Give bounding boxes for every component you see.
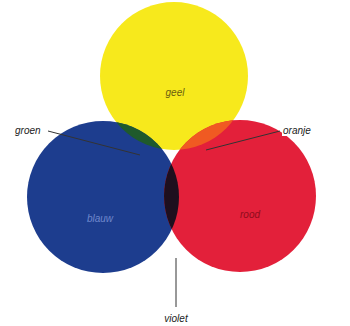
mix-label: violet <box>163 313 188 324</box>
leader-line <box>176 258 177 307</box>
blue-circle <box>27 121 179 273</box>
leader-line <box>206 131 280 150</box>
mix-label: oranje <box>282 125 312 136</box>
blue-circle-node: blauw <box>27 121 179 273</box>
yellow-circle-node: geel <box>100 2 248 150</box>
green-overlap <box>27 121 179 273</box>
red-circle <box>164 120 316 272</box>
violet-overlap <box>164 120 316 272</box>
orange-overlap <box>164 120 316 272</box>
centre-overlap <box>164 120 316 272</box>
red-circle-node: rood <box>164 120 316 272</box>
colour-name: rood <box>240 209 260 220</box>
colour-name: blauw <box>87 213 113 224</box>
mix-label: groen <box>14 125 42 136</box>
leader-line <box>48 131 140 155</box>
colour-name: geel <box>166 87 185 98</box>
